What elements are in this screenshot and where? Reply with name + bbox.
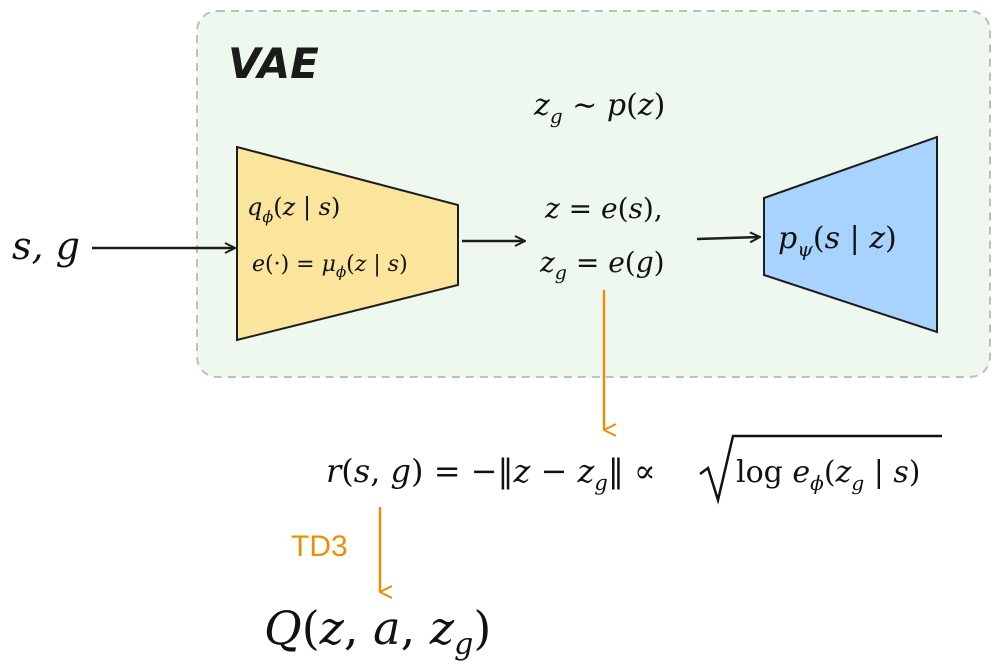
- encoder-block: [236, 145, 459, 342]
- q-function: Q(z, a, zg): [264, 601, 491, 662]
- sqrt-sign: [699, 434, 942, 505]
- latent-to-decoder-arrow: [696, 237, 760, 239]
- decoder-block: [763, 135, 938, 334]
- latent-line1: z = e(s),: [544, 192, 663, 225]
- td3-label: TD3: [291, 530, 348, 563]
- encoder-mean-label: e(·) = μϕ(z | s): [252, 252, 408, 281]
- input-label: s, g: [12, 224, 80, 268]
- reward-equation: r(s, g) = −‖z − zg‖ ∝: [326, 452, 656, 495]
- decoder-label: pψ(s | z): [778, 221, 897, 261]
- prior-text: zg ∼ p(z): [533, 88, 665, 128]
- vae-label: VAE: [228, 39, 319, 88]
- encoder-posterior-label: qϕ(z | s): [247, 193, 340, 226]
- latent-line2: zg = e(g): [539, 246, 665, 284]
- sqrt-argument: log eϕ(zg | s): [736, 455, 920, 495]
